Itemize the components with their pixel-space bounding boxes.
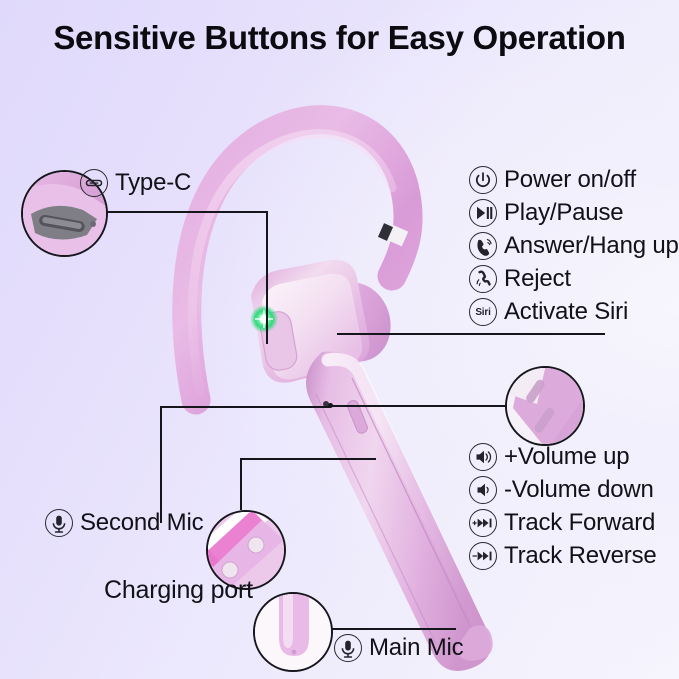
control-volume-up-label: +Volume up (504, 443, 630, 470)
control-play-pause[interactable]: Play/Pause (469, 199, 624, 227)
inset-volume-buttons (505, 366, 585, 446)
leader-main-mic (330, 628, 456, 630)
callout-charging-port-label: Charging port (104, 576, 253, 604)
control-volume-down-label: -Volume down (504, 476, 654, 503)
control-track-reverse[interactable]: Track Reverse (469, 542, 657, 570)
volume-down-icon (469, 476, 497, 504)
callout-main-mic-label: Main Mic (369, 634, 464, 661)
leader-type-c-horizontal (85, 211, 267, 213)
callout-second-mic[interactable]: Second Mic (45, 509, 204, 537)
leader-boom-volume-dot (328, 403, 333, 408)
control-play-pause-label: Play/Pause (504, 199, 624, 226)
page-title: Sensitive Buttons for Easy Operation (53, 19, 626, 56)
leader-charging-port-vertical (240, 458, 242, 510)
callout-second-mic-label: Second Mic (80, 509, 204, 536)
control-volume-down[interactable]: -Volume down (469, 476, 654, 504)
inset-main-mic (253, 592, 333, 672)
play-pause-icon (469, 199, 497, 227)
track-forward-icon (469, 509, 497, 537)
control-reject[interactable]: Reject (469, 265, 571, 293)
callout-main-mic[interactable]: Main Mic (334, 634, 464, 662)
control-power-label: Power on/off (504, 166, 636, 193)
answer-call-icon (469, 232, 497, 260)
control-track-forward[interactable]: Track Forward (469, 509, 655, 537)
control-volume-up[interactable]: +Volume up (469, 443, 630, 471)
leader-second-mic-horizontal (160, 406, 330, 408)
volume-up-icon (469, 443, 497, 471)
control-reject-label: Reject (504, 265, 571, 292)
inset-second-mic (206, 510, 286, 590)
callout-type-c[interactable]: Type-C (80, 169, 191, 197)
control-answer-hangup[interactable]: Answer/Hang up (469, 232, 679, 260)
usb-c-icon (80, 169, 108, 197)
leader-second-mic-vertical (160, 406, 162, 523)
microphone-icon (45, 509, 73, 537)
siri-icon: Siri (469, 298, 497, 326)
control-power-on-off[interactable]: Power on/off (469, 166, 636, 194)
callout-charging-port[interactable]: Charging port (104, 576, 253, 605)
control-track-forward-label: Track Forward (504, 509, 656, 536)
leader-housing-controls (337, 333, 605, 335)
control-track-reverse-label: Track Reverse (504, 542, 657, 569)
siri-icon-label: Siri (475, 306, 491, 318)
power-icon (469, 166, 497, 194)
leader-type-c-vertical (266, 211, 268, 344)
leader-charging-port-horizontal (240, 458, 376, 460)
control-siri-label: Activate Siri (504, 298, 629, 325)
track-reverse-icon (469, 542, 497, 570)
microphone-icon (334, 634, 362, 662)
control-activate-siri[interactable]: Siri Activate Siri (469, 298, 628, 326)
leader-boom-volume (331, 405, 522, 407)
reject-call-icon (469, 265, 497, 293)
callout-type-c-label: Type-C (115, 169, 192, 196)
control-answer-label: Answer/Hang up (504, 232, 679, 259)
